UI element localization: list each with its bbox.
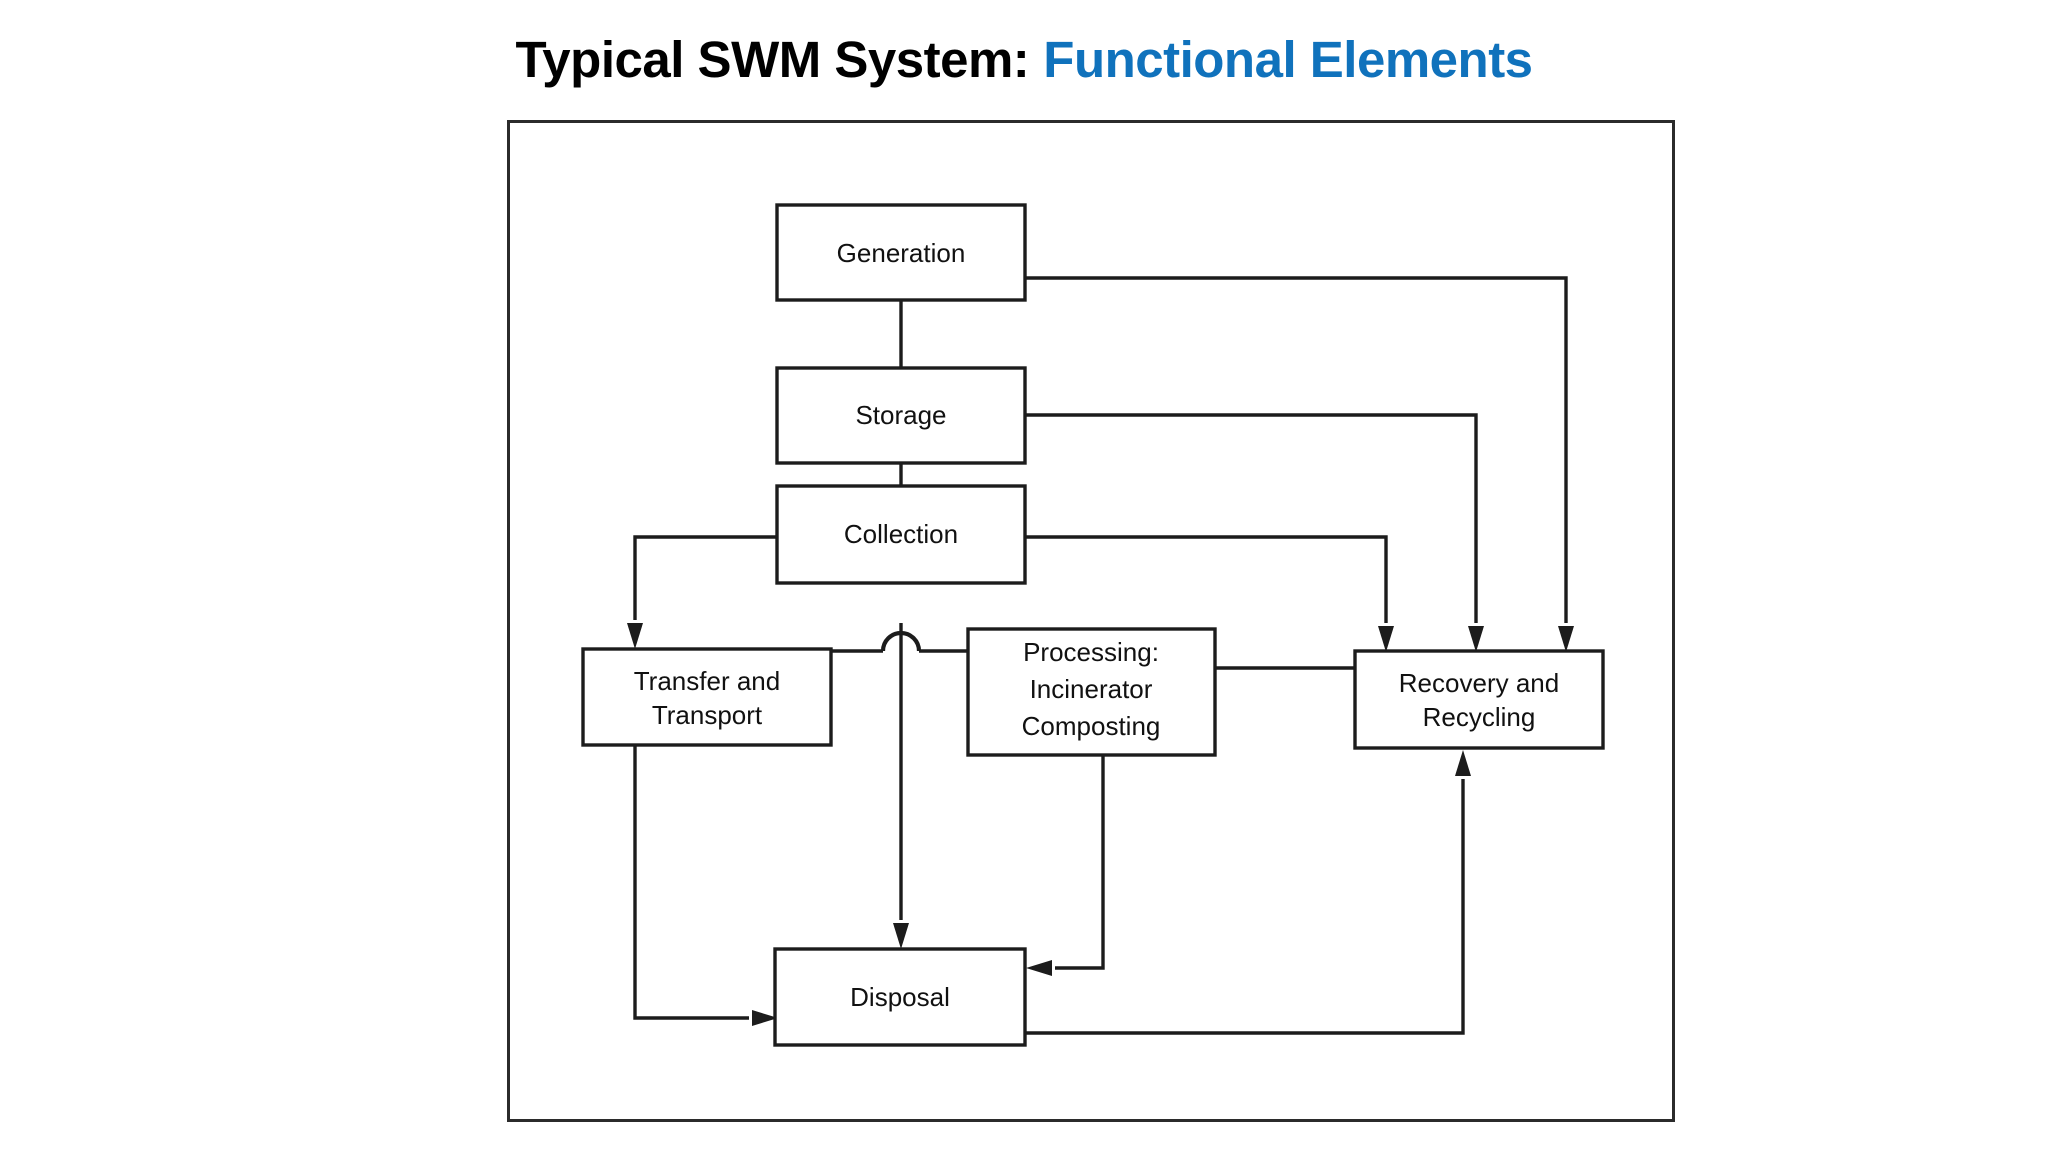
node-processing-label-line1: Processing: xyxy=(1023,637,1159,667)
edge-storage-recovery xyxy=(1025,413,1478,623)
arrowhead-storage-recovery xyxy=(1468,626,1484,652)
node-generation-label: Generation xyxy=(837,238,966,268)
node-processing[interactable]: Processing: Incinerator Composting xyxy=(966,627,1217,757)
node-disposal-label: Disposal xyxy=(850,982,950,1012)
node-transfer-label-line1: Transfer and xyxy=(634,666,780,696)
swm-flow-diagram: Generation Storage Collection Transfer a… xyxy=(581,203,1605,1047)
connector-layer xyxy=(627,276,1574,1035)
arrowhead-generation-recovery xyxy=(1558,626,1574,652)
page-title: Typical SWM System:Functional Elements xyxy=(0,31,2048,88)
page-title-primary: Typical SWM System: xyxy=(515,31,1030,88)
node-recovery-box[interactable] xyxy=(1353,649,1605,750)
node-transfer-box[interactable] xyxy=(581,647,833,747)
edge-generation-recovery xyxy=(1025,276,1568,623)
edge-disposal-recovery xyxy=(1025,779,1465,1035)
arrowhead-transfer-disposal xyxy=(752,1010,778,1026)
node-processing-label-line3: Composting xyxy=(1022,711,1161,741)
node-recovery-label-line2: Recycling xyxy=(1423,702,1536,732)
node-disposal-box[interactable] xyxy=(773,947,1027,1047)
arrowhead-disposal-recovery xyxy=(1455,750,1471,776)
arrowhead-collection-disposal xyxy=(893,923,909,949)
node-processing-box[interactable] xyxy=(966,627,1217,757)
node-disposal[interactable]: Disposal xyxy=(773,947,1027,1047)
node-recovery-label-line1: Recovery and xyxy=(1399,668,1559,698)
node-recovery[interactable]: Recovery and Recycling xyxy=(1353,649,1605,750)
figure-frame: Generation Storage Collection Transfer a… xyxy=(507,120,1675,1122)
node-generation-box[interactable] xyxy=(775,203,1027,302)
arrowhead-collection-transfer xyxy=(627,623,643,649)
node-collection-box[interactable] xyxy=(775,484,1027,585)
arrowhead-collection-recovery xyxy=(1378,626,1394,652)
node-collection[interactable]: Collection xyxy=(775,484,1027,585)
node-processing-label-line2: Incinerator xyxy=(1030,674,1153,704)
line-hop-bridge xyxy=(880,630,922,652)
arrowhead-processing-disposal xyxy=(1026,960,1052,976)
node-transfer[interactable]: Transfer and Transport xyxy=(581,647,833,747)
edge-collection-transfer xyxy=(633,535,777,620)
node-collection-label: Collection xyxy=(844,519,958,549)
page-title-accent: Functional Elements xyxy=(1043,31,1533,88)
node-transfer-label-line2: Transport xyxy=(652,700,763,730)
edge-transfer-disposal xyxy=(633,745,749,1020)
edge-processing-disposal xyxy=(1055,755,1105,970)
node-storage-label: Storage xyxy=(855,400,946,430)
node-generation[interactable]: Generation xyxy=(775,203,1027,302)
edge-collection-recovery xyxy=(1025,535,1388,623)
node-storage[interactable]: Storage xyxy=(775,366,1027,465)
node-storage-box[interactable] xyxy=(775,366,1027,465)
